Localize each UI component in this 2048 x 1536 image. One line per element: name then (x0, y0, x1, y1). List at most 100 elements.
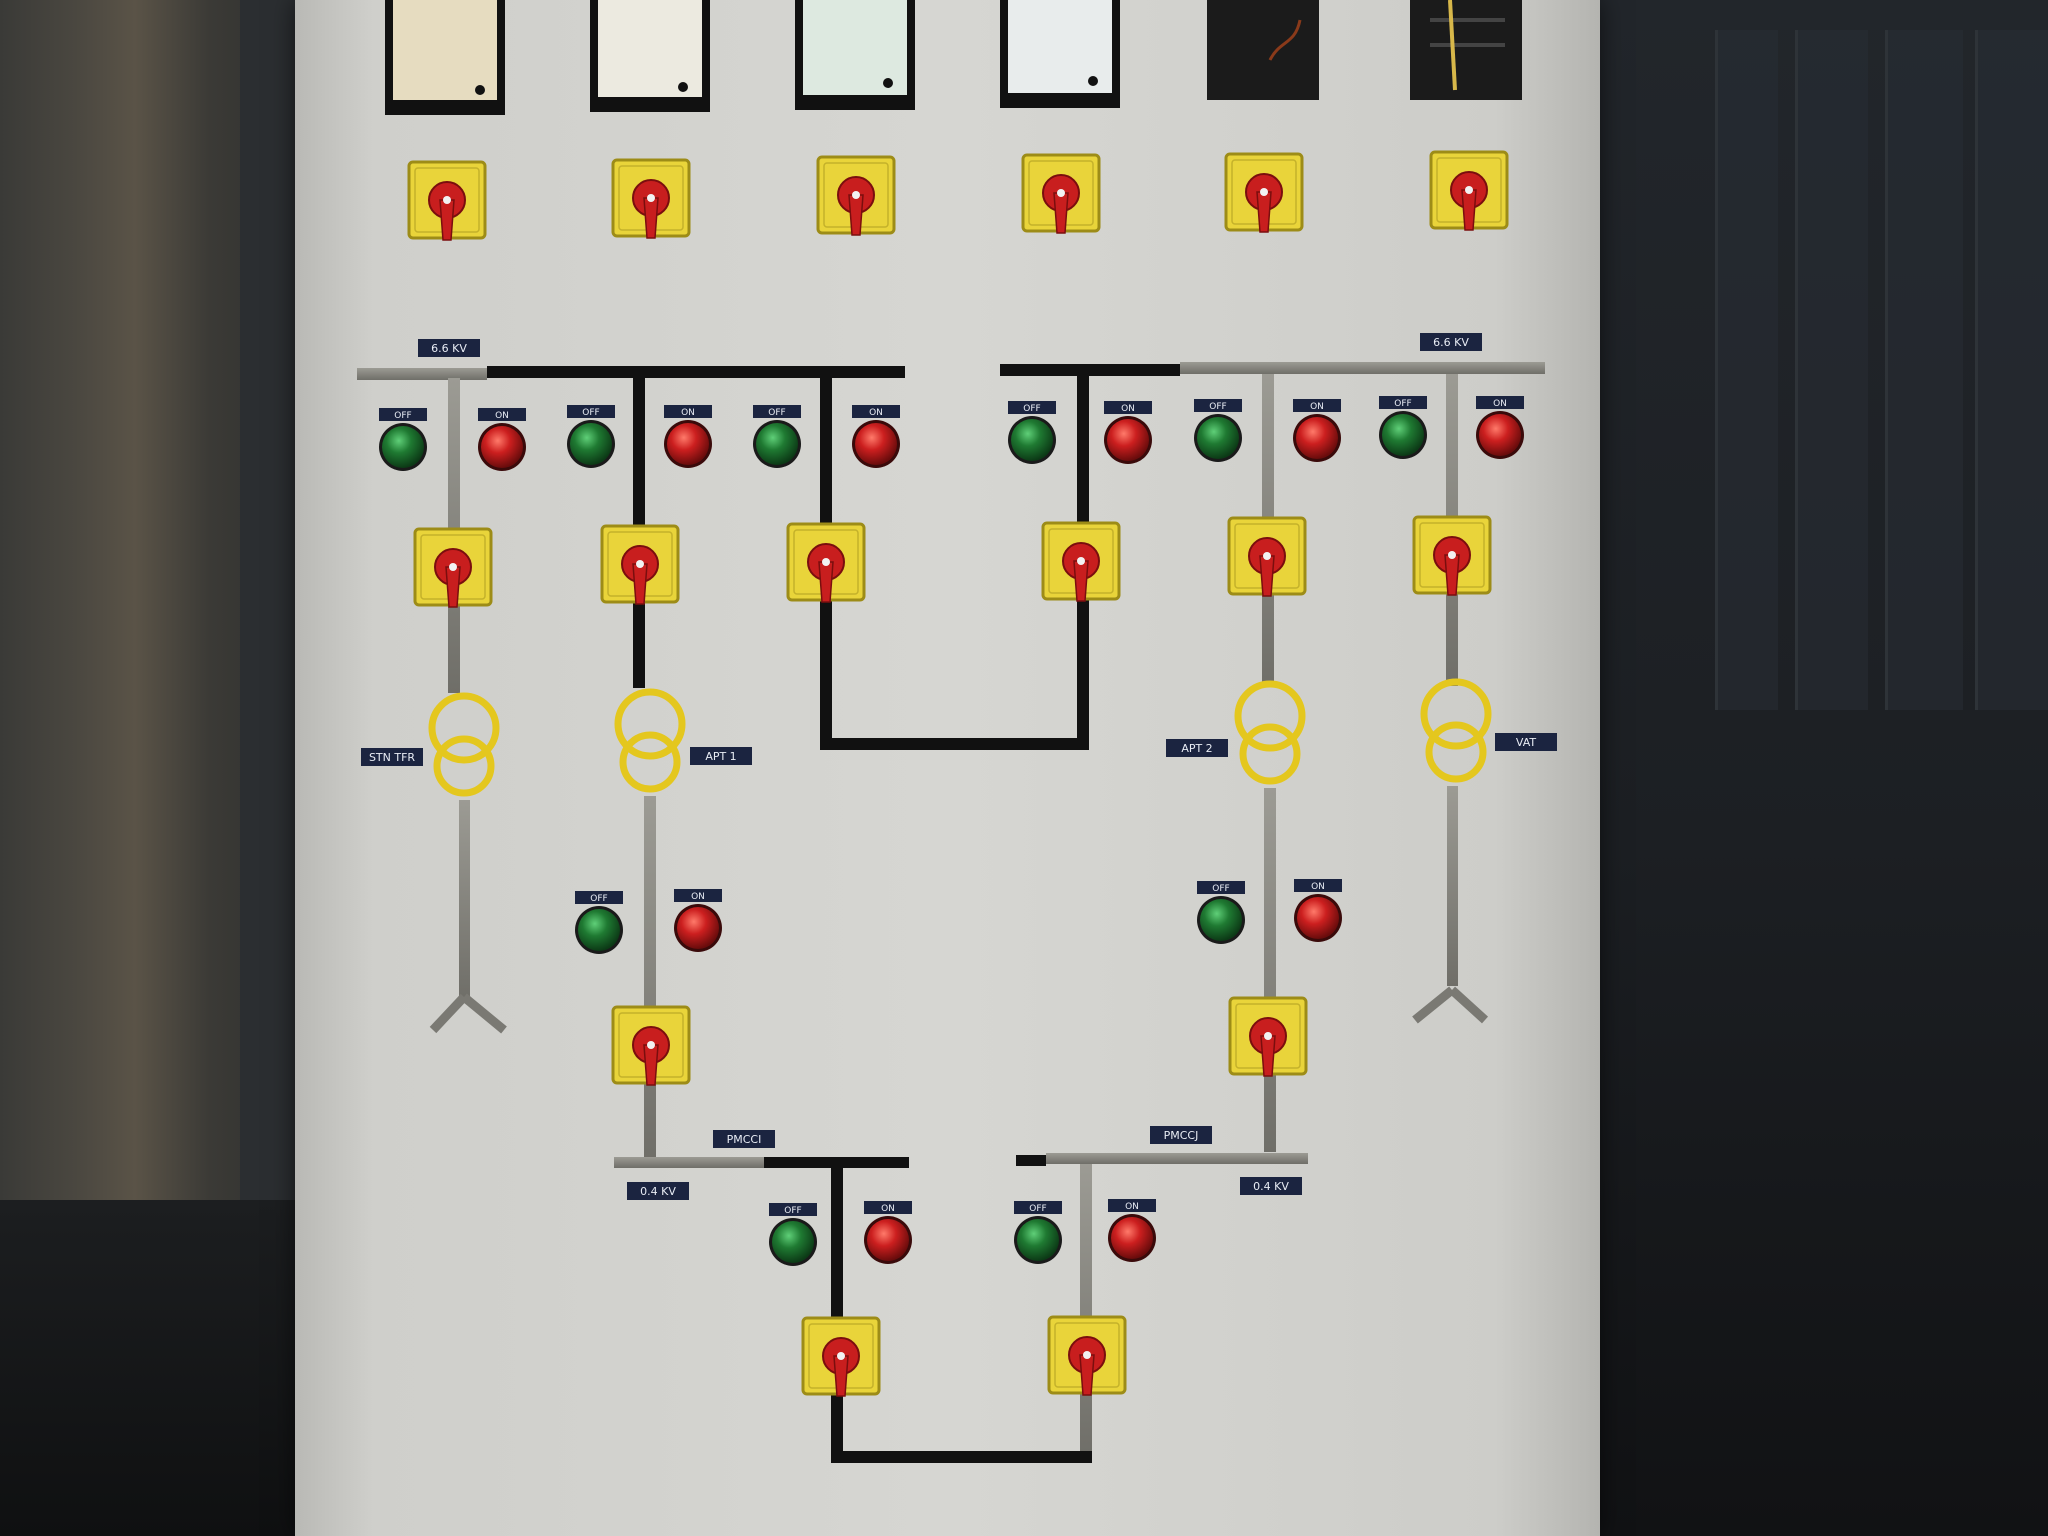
off-indicator-lamp (575, 906, 623, 954)
breaker-switch-bus-coupler-left[interactable] (786, 522, 866, 604)
secondary-line (1447, 786, 1458, 986)
on-indicator-lamp (852, 420, 900, 468)
meter-selector-switch-2[interactable] (611, 158, 691, 240)
lamp-label-on: ON (691, 892, 705, 902)
background-rack (1795, 30, 1868, 710)
lamp-label-on: ON (869, 408, 883, 418)
background-rack (1975, 30, 2048, 710)
lv-coupler-line (831, 1168, 843, 1458)
indicator-row-bottom: OFF ON OFF ON (769, 1199, 1156, 1266)
meter-3 (795, 0, 915, 110)
lamp-label-on: ON (495, 411, 509, 421)
transformer-stn-tfr-symbol (432, 696, 496, 793)
transformer-vat-symbol (1424, 682, 1488, 779)
off-indicator-lamp (1014, 1216, 1062, 1264)
secondary-line (644, 796, 656, 1160)
breaker-switch-apt2[interactable] (1227, 516, 1307, 598)
meter-1 (385, 0, 505, 115)
label-apt2: APT 2 (1166, 739, 1228, 757)
breaker-switch-pmcci-incomer[interactable] (611, 1005, 691, 1087)
meter-selector-switch-1[interactable] (407, 160, 487, 242)
label-0-4kv-right: 0.4 KV (1240, 1177, 1302, 1195)
off-indicator-lamp (753, 420, 801, 468)
breaker-switch-vat[interactable] (1412, 515, 1492, 597)
breaker-switch-apt1[interactable] (600, 524, 680, 606)
on-indicator-lamp (1476, 411, 1524, 459)
breaker-switch-lv-coupler-right[interactable] (1047, 1315, 1127, 1397)
svg-text:PMCCI: PMCCI (727, 1133, 762, 1146)
off-indicator-lamp (1008, 416, 1056, 464)
label-pmccj: PMCCJ (1150, 1126, 1212, 1144)
on-indicator-lamp (664, 420, 712, 468)
label-6-6kv-left: 6.6 KV (418, 339, 480, 357)
transformer-apt2-symbol (1238, 684, 1302, 781)
breaker-switch-stn-tfr[interactable] (413, 527, 493, 609)
svg-text:0.4 KV: 0.4 KV (1253, 1180, 1289, 1193)
svg-text:APT 2: APT 2 (1181, 742, 1212, 755)
on-indicator-lamp (1294, 894, 1342, 942)
lamp-label-off: OFF (394, 411, 411, 421)
label-6-6kv-right: 6.6 KV (1420, 333, 1482, 351)
background-cabinets (1595, 0, 2048, 1536)
off-indicator-lamp (1197, 896, 1245, 944)
lamp-label-off: OFF (784, 1206, 801, 1216)
off-indicator-lamp (1194, 414, 1242, 462)
off-indicator-lamp (567, 420, 615, 468)
lamp-label-off: OFF (1209, 402, 1226, 412)
lamp-label-on: ON (1310, 402, 1324, 412)
label-pmcci: PMCCI (713, 1130, 775, 1148)
meter-selector-switch-6[interactable] (1429, 150, 1509, 232)
lamp-label-off: OFF (1029, 1204, 1046, 1214)
lamp-label-on: ON (1311, 882, 1325, 892)
secondary-line (1264, 788, 1276, 1152)
lv-coupler-link (831, 1451, 1092, 1463)
breaker-switch-pmccj-incomer[interactable] (1228, 996, 1308, 1078)
background-rack (1715, 30, 1778, 710)
meter-selector-switch-4[interactable] (1021, 153, 1101, 235)
svg-text:VAT: VAT (1516, 736, 1536, 749)
on-indicator-lamp (674, 904, 722, 952)
svg-text:STN TFR: STN TFR (369, 751, 415, 764)
lamp-label-off: OFF (768, 408, 785, 418)
indicator-row-middle: OFF ON OFF ON (575, 879, 1342, 954)
lamp-label-on: ON (1121, 404, 1135, 414)
svg-text:PMCCJ: PMCCJ (1164, 1129, 1199, 1142)
busbar-0-4kv-right (1016, 1153, 1308, 1166)
lamp-label-off: OFF (582, 408, 599, 418)
on-indicator-lamp (864, 1216, 912, 1264)
svg-text:6.6 KV: 6.6 KV (1433, 336, 1469, 349)
svg-text:APT 1: APT 1 (705, 750, 736, 763)
pillar-shadow (240, 0, 300, 1240)
label-vat: VAT (1495, 733, 1557, 751)
label-stn-tfr: STN TFR (361, 748, 423, 766)
meter-selector-switch-3[interactable] (816, 155, 896, 237)
lamp-label-off: OFF (1023, 404, 1040, 414)
off-indicator-lamp (769, 1218, 817, 1266)
lamp-label-off: OFF (1212, 884, 1229, 894)
busbar-0-4kv-left (614, 1157, 909, 1168)
svg-text:0.4 KV: 0.4 KV (640, 1185, 676, 1198)
breaker-switch-lv-coupler-left[interactable] (801, 1316, 881, 1398)
meter-cutout-5 (1207, 0, 1319, 100)
lamp-label-on: ON (1493, 399, 1507, 409)
lamp-label-on: ON (681, 408, 695, 418)
off-indicator-lamp (1379, 411, 1427, 459)
meter-4 (1000, 0, 1120, 108)
lamp-label-off: OFF (1394, 399, 1411, 409)
meter-selector-switch-5[interactable] (1224, 152, 1304, 234)
bus-coupler-link (820, 738, 1089, 750)
breaker-switch-bus-coupler-right[interactable] (1041, 521, 1121, 603)
background-rack (1885, 30, 1963, 710)
busbar-6-6kv-left (357, 366, 905, 380)
lv-coupler-line (1080, 1164, 1092, 1458)
secondary-line (459, 800, 470, 1000)
control-panel (295, 0, 1600, 1536)
meter-2 (590, 0, 710, 112)
star-ground-symbol (429, 993, 507, 1034)
lamp-label-on: ON (1125, 1202, 1139, 1212)
on-indicator-lamp (1293, 414, 1341, 462)
label-0-4kv-left: 0.4 KV (627, 1182, 689, 1200)
off-indicator-lamp (379, 423, 427, 471)
transformer-apt1-symbol (618, 692, 682, 789)
